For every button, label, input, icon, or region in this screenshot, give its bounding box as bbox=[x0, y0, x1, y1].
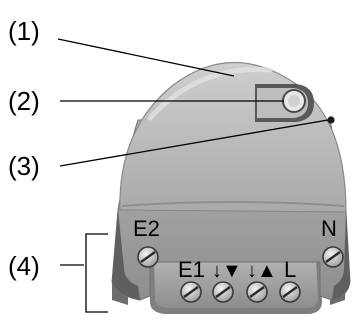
screw-down bbox=[212, 281, 234, 303]
terminal-label-down: ↓▼ bbox=[212, 260, 242, 282]
screw-e2 bbox=[137, 246, 159, 268]
terminal-label-l: L bbox=[284, 257, 296, 282]
callout-bracket-4 bbox=[85, 233, 108, 313]
screw-n bbox=[322, 246, 344, 268]
status-led bbox=[327, 116, 335, 124]
callout-line-3 bbox=[59, 119, 329, 167]
terminal-label-e1: E1 bbox=[178, 257, 205, 282]
terminal-screws bbox=[137, 246, 344, 303]
callout-line-1 bbox=[57, 38, 235, 77]
terminal-label-e2: E2 bbox=[133, 216, 160, 241]
callout-lines bbox=[57, 38, 329, 313]
terminal-label-n: N bbox=[321, 216, 337, 241]
screw-e1 bbox=[180, 281, 202, 303]
terminal-label-up: ↓▲ bbox=[247, 260, 277, 282]
screw-up bbox=[246, 281, 268, 303]
callout-label-3: (3) bbox=[8, 151, 40, 181]
callout-label-4: (4) bbox=[8, 251, 40, 281]
push-button bbox=[255, 84, 314, 122]
callout-label-1: (1) bbox=[8, 16, 40, 46]
screw-l bbox=[279, 281, 301, 303]
callout-label-2: (2) bbox=[8, 86, 40, 116]
